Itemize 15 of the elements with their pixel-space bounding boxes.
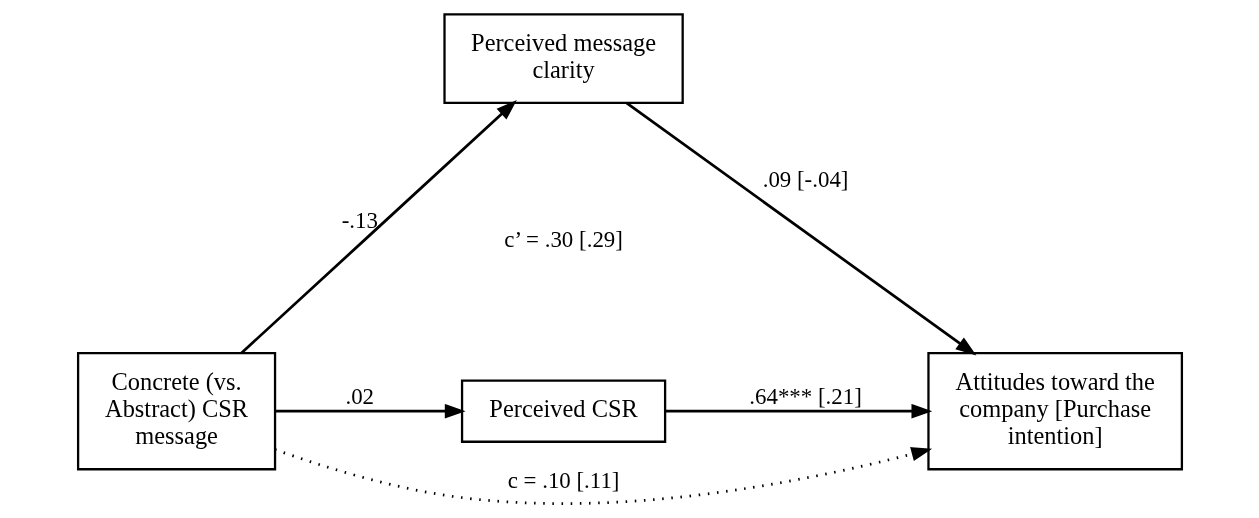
edge-label: .09 [-.04] — [762, 166, 848, 192]
arrow — [240, 100, 517, 354]
edge-label: .64*** [.21] — [748, 383, 862, 409]
edge-label: .02 — [344, 383, 374, 409]
edge-label: c = .10 [.11] — [507, 467, 620, 493]
node-box: Perceived CSR — [460, 379, 666, 443]
label: c’ = .30 [.29] — [503, 227, 623, 253]
node-box: Concrete (vs. Abstract) CSR message — [76, 352, 276, 471]
node-box: Perceived message clarity — [442, 13, 684, 104]
node-box: Attitudes toward the company [Purchase intention] — [926, 352, 1183, 471]
arrow — [274, 447, 932, 505]
arrow — [275, 403, 466, 419]
arrow — [625, 101, 976, 356]
edge-label: -.13 — [341, 208, 378, 234]
arrow — [664, 403, 932, 419]
